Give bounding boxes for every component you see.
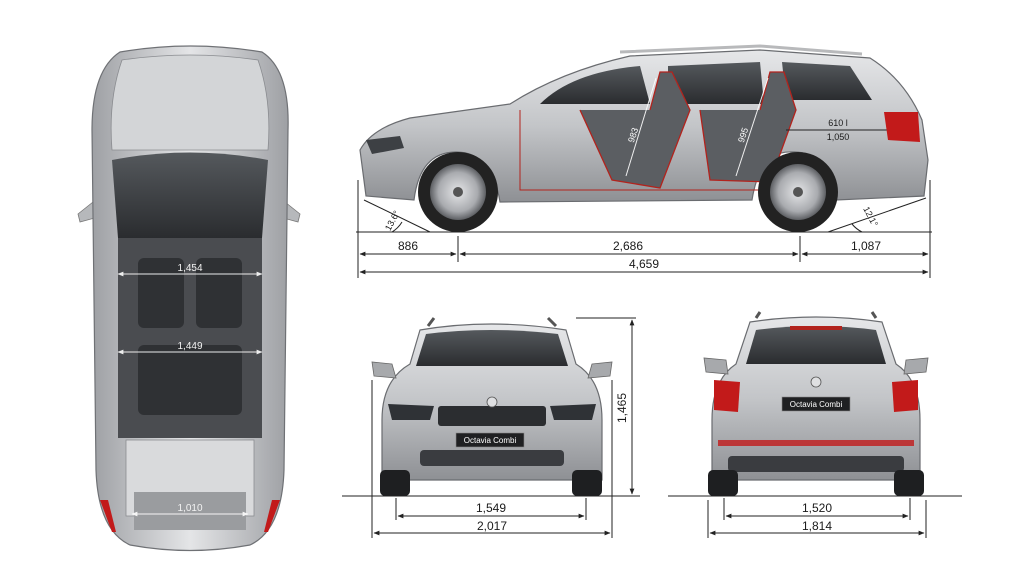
width-with-mirrors-label: 2,017	[477, 519, 507, 533]
left-taillight	[100, 500, 116, 532]
side-front-seat	[579, 71, 691, 189]
front-grille	[438, 406, 546, 426]
side-headlight	[366, 136, 404, 154]
side-front-window	[540, 66, 650, 104]
side-taillight	[884, 112, 920, 142]
departure-angle-label: 12.1°	[861, 205, 880, 229]
boot-volume-seats-down-label: 1,050	[827, 132, 850, 142]
rear-plate-text: Octavia Combi	[790, 400, 843, 409]
front-overhang-label: 886	[398, 239, 418, 253]
rear-left-taillight	[714, 380, 740, 412]
right-taillight	[264, 500, 280, 532]
front-plate-text: Octavia Combi	[464, 436, 517, 445]
width-label: 1,814	[802, 519, 832, 533]
front-view: Octavia Combi 1,465 1,549 2,017	[342, 316, 640, 538]
side-quarter-window	[782, 62, 872, 100]
boot-floor-width-label: 1,010	[177, 503, 202, 514]
rear-overhang-label: 1,087	[851, 239, 881, 253]
front-left-mirror	[371, 361, 397, 379]
front-left-tyre	[380, 470, 410, 496]
wheelbase-label: 2,686	[613, 239, 643, 253]
side-rear-seat	[699, 71, 797, 183]
front-windshield	[416, 330, 568, 366]
approach-angle-label: 13.6°	[383, 209, 402, 233]
overall-length-label: 4,659	[629, 257, 659, 271]
front-badge	[486, 396, 498, 408]
front-shoulder-width-label: 1,454	[177, 263, 202, 274]
boot-volume-label: 610 l	[828, 118, 848, 128]
rear-view: Octavia Combi 1,520 1,814	[668, 311, 962, 538]
front-right-mirror	[587, 361, 613, 379]
rear-headroom-line	[735, 77, 769, 177]
rear-track-label: 1,520	[802, 501, 832, 515]
rear-badge	[810, 376, 822, 388]
side-rear-window	[668, 62, 764, 104]
rear-window	[746, 326, 886, 364]
front-license-plate	[455, 432, 525, 448]
rear-right-tyre	[894, 470, 924, 496]
front-right-tyre	[572, 470, 602, 496]
front-right-headlight	[550, 404, 596, 420]
front-left-headlight	[388, 404, 434, 420]
front-headroom-line	[625, 77, 657, 177]
front-track-label: 1,549	[476, 501, 506, 515]
front-headroom-label: 983	[626, 126, 640, 143]
rear-right-mirror	[903, 357, 929, 375]
rear-right-taillight	[892, 380, 918, 412]
rear-left-mirror	[703, 357, 729, 375]
rear-left-tyre	[708, 470, 738, 496]
rear-shoulder-width-label: 1,449	[177, 341, 202, 352]
top-windshield	[112, 152, 268, 238]
height-label: 1,465	[615, 393, 629, 423]
side-view: 983 995 610 l 1,050 13.6° 12.1° 886	[356, 44, 932, 278]
rear-license-plate	[781, 396, 851, 412]
top-view: 1,454 1,449 1,010	[77, 45, 301, 552]
rear-headroom-label: 995	[736, 126, 750, 143]
